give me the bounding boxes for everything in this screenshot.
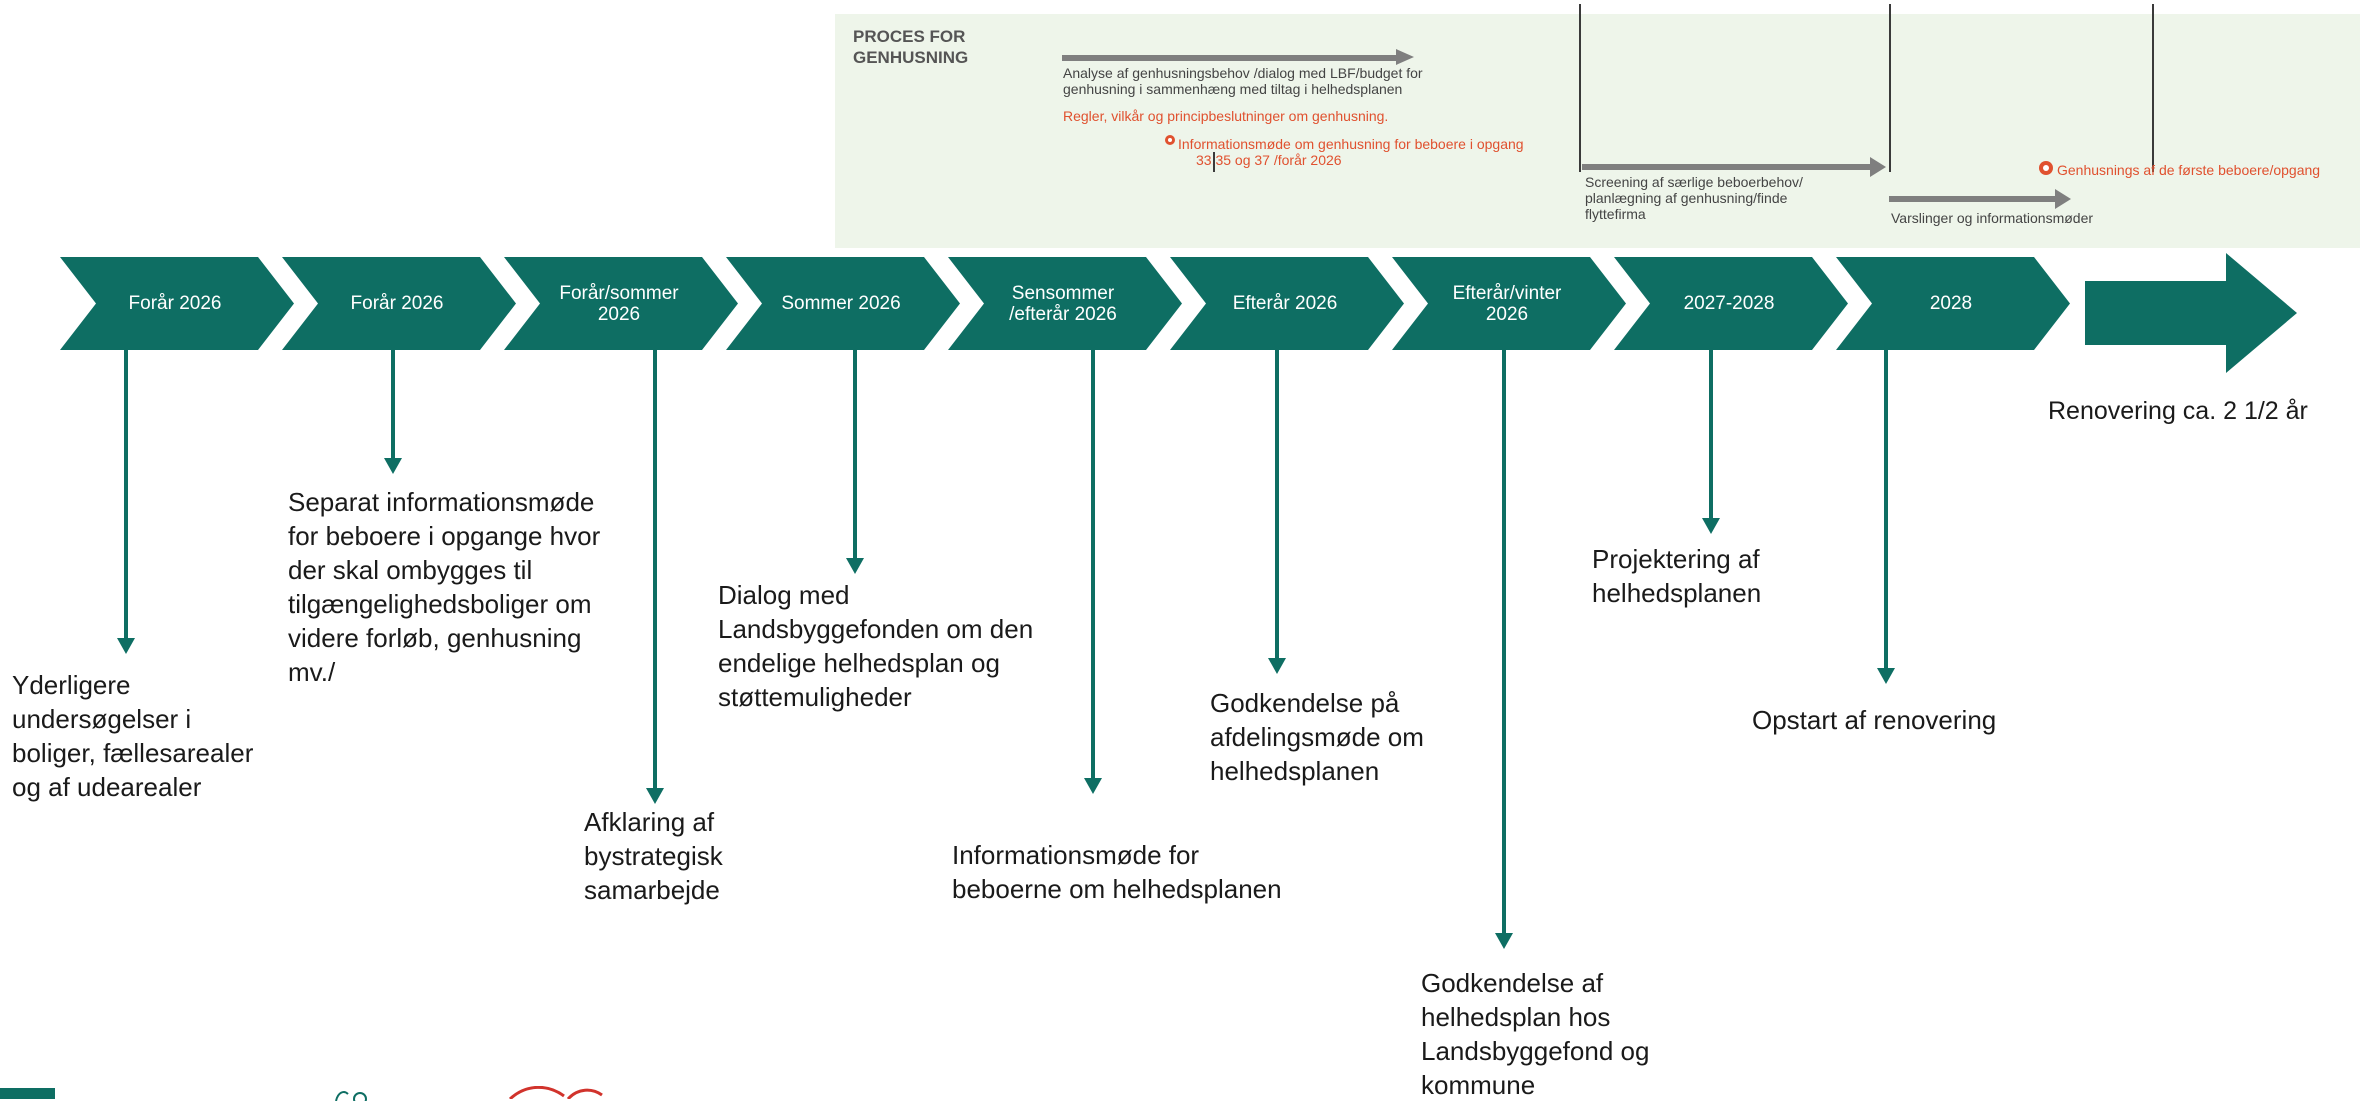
milestone-line: videre forløb, genhusning — [288, 623, 582, 653]
screening-line: Screening af særlige beboerbehov/ — [1585, 174, 1803, 190]
phase-divider — [1579, 4, 1581, 172]
milestone-line: afdelingsmøde om — [1210, 722, 1424, 752]
milestone-arrow — [1268, 350, 1286, 674]
timeline-step: 2028 — [1836, 257, 2070, 350]
timeline-step: Forår 2026 — [282, 257, 516, 350]
milestone-line: bystrategisk — [584, 841, 723, 871]
milestone-line: endelige helhedsplan og — [718, 648, 1000, 678]
milestone-line: Informationsmøde for — [952, 840, 1200, 870]
milestone-arrow — [1084, 350, 1102, 794]
milestone-arrow — [1495, 350, 1513, 949]
milestone-line: Godkendelse på — [1210, 688, 1400, 718]
footer-logo-block — [0, 1088, 55, 1099]
milestone-line: kommune — [1421, 1070, 1536, 1100]
timeline-step-label: Forår 2026 — [350, 293, 444, 314]
milestone-text: Projektering af helhedsplanen — [1592, 542, 1761, 610]
timeline-step: Forår 2026 — [60, 257, 294, 350]
rules-text: Regler, vilkår og principbeslutninger om… — [1063, 108, 1389, 124]
milestone-line: Dialog med — [718, 580, 850, 610]
screening-line: flyttefirma — [1585, 206, 1646, 222]
screening-text: Screening af særlige beboerbehov/ planlæ… — [1585, 174, 1803, 222]
timeline-step: 2027-2028 — [1614, 257, 1848, 350]
timeline-step-label: Sommer 2026 — [781, 293, 901, 314]
milestone-text: Godkendelse af helhedsplan hos Landsbygg… — [1421, 966, 1649, 1102]
milestone-line: der skal ombygges til — [288, 555, 533, 585]
milestone-line: for beboere i opgange hvor — [288, 521, 601, 551]
milestone-line: Afklaring af — [584, 807, 715, 837]
notices-arrow — [1889, 189, 2071, 209]
footer-logo-mark — [330, 1088, 390, 1106]
milestone-line: Landsbyggefonden om den — [718, 614, 1034, 644]
info-meeting-line: 33,35 og 37 /forår 2026 — [1196, 152, 1342, 168]
milestone-line: Godkendelse af — [1421, 968, 1604, 998]
milestone-line: Separat informationsmøde — [288, 487, 595, 517]
milestone-text: Informationsmøde for beboerne om helheds… — [952, 838, 1282, 906]
milestone-line: Opstart af renovering — [1752, 705, 1997, 735]
flower-icon — [2038, 160, 2054, 176]
phase-divider — [1889, 4, 1891, 172]
milestone-text: Dialog med Landsbyggefonden om den endel… — [718, 578, 1033, 714]
milestone-line: støttemuligheder — [718, 682, 912, 712]
milestone-line: mv./ — [288, 657, 336, 687]
analysis-text: Analyse af genhusningsbehov /dialog med … — [1063, 65, 1423, 97]
flower-icon — [1164, 133, 1176, 145]
timeline-step: Forår/sommer 2026 — [504, 257, 738, 350]
info-meeting-line: Informationsmøde om genhusning for beboe… — [1178, 136, 1524, 152]
timeline-step: Efterår 2026 — [1170, 257, 1404, 350]
milestone-arrow — [1877, 350, 1895, 684]
analysis-arrow — [1062, 49, 1414, 65]
milestone-line: undersøgelser i — [12, 704, 192, 734]
milestone-line: Projektering af — [1592, 544, 1760, 574]
timeline-step-label: 2027-2028 — [1683, 293, 1775, 314]
timeline-step: Efterår/vinter 2026 — [1392, 257, 1626, 350]
screening-line: planlægning af genhusning/finde — [1585, 190, 1788, 206]
milestone-arrow — [646, 350, 664, 804]
genhusning-process-panel: PROCES FOR GENHUSNING Analyse af genhusn… — [835, 4, 2360, 248]
milestone-line: og af udearealer — [12, 772, 202, 802]
analysis-text-line: genhusning i sammenhæng med tiltag i hel… — [1063, 81, 1403, 97]
milestone-line: beboerne om helhedsplanen — [952, 874, 1282, 904]
milestone-arrow — [384, 350, 402, 474]
timeline-step: Sommer 2026 — [726, 257, 960, 350]
first-residents-text: Genhusnings af de første beboere/opgang — [2057, 162, 2321, 178]
footer-logo-red — [508, 1085, 618, 1101]
milestone-text: Yderligere undersøgelser i boliger, fæll… — [12, 668, 253, 804]
timeline-step-label: 2028 — [1929, 293, 1973, 314]
milestone-line: helhedsplan hos — [1421, 1002, 1611, 1032]
milestone-line: helhedsplanen — [1592, 578, 1762, 608]
info-meeting-divider — [1213, 152, 1215, 172]
milestone-arrow — [117, 350, 135, 654]
process-title: PROCES FOR GENHUSNING — [853, 26, 1053, 68]
info-meeting-text: Informationsmøde om genhusning for beboe… — [1178, 136, 1524, 168]
milestone-text: Separat informationsmøde for beboere i o… — [288, 485, 600, 689]
process-title-line: GENHUSNING — [853, 48, 969, 67]
timeline-step-label: Efterår/vinter 2026 — [1452, 282, 1562, 325]
renovation-label: Renovering ca. 2 1/2 år — [2048, 397, 2308, 425]
timeline-step-label: Forår/sommer 2026 — [559, 282, 679, 325]
notices-text: Varslinger og informationsmøder — [1891, 210, 2094, 226]
timeline-step-label: Efterår 2026 — [1232, 293, 1338, 314]
process-title-line: PROCES FOR — [853, 27, 966, 46]
milestone-line: boliger, fællesarealer — [12, 738, 254, 768]
phase-divider — [2152, 4, 2154, 172]
milestone-arrow — [1702, 350, 1720, 534]
timeline-step: Sensommer /efterår 2026 — [948, 257, 1182, 350]
renovation-arrow — [2085, 253, 2297, 373]
screening-arrow — [1582, 157, 1886, 177]
analysis-text-line: Analyse af genhusningsbehov /dialog med … — [1063, 65, 1423, 81]
milestone-arrow — [846, 350, 864, 574]
timeline-step-label: Sensommer /efterår 2026 — [1009, 282, 1117, 325]
milestone-line: helhedsplanen — [1210, 756, 1380, 786]
milestone-text: Godkendelse på afdelingsmøde om helhedsp… — [1210, 686, 1424, 788]
milestone-text: Afklaring af bystrategisk samarbejde — [584, 805, 723, 907]
milestone-line: Yderligere — [12, 670, 131, 700]
milestone-line: Landsbyggefond og — [1421, 1036, 1650, 1066]
milestone-line: tilgængelighedsboliger om — [288, 589, 592, 619]
timeline-step-label: Forår 2026 — [128, 293, 222, 314]
milestone-line: samarbejde — [584, 875, 720, 905]
milestone-text: Opstart af renovering — [1752, 703, 1996, 737]
